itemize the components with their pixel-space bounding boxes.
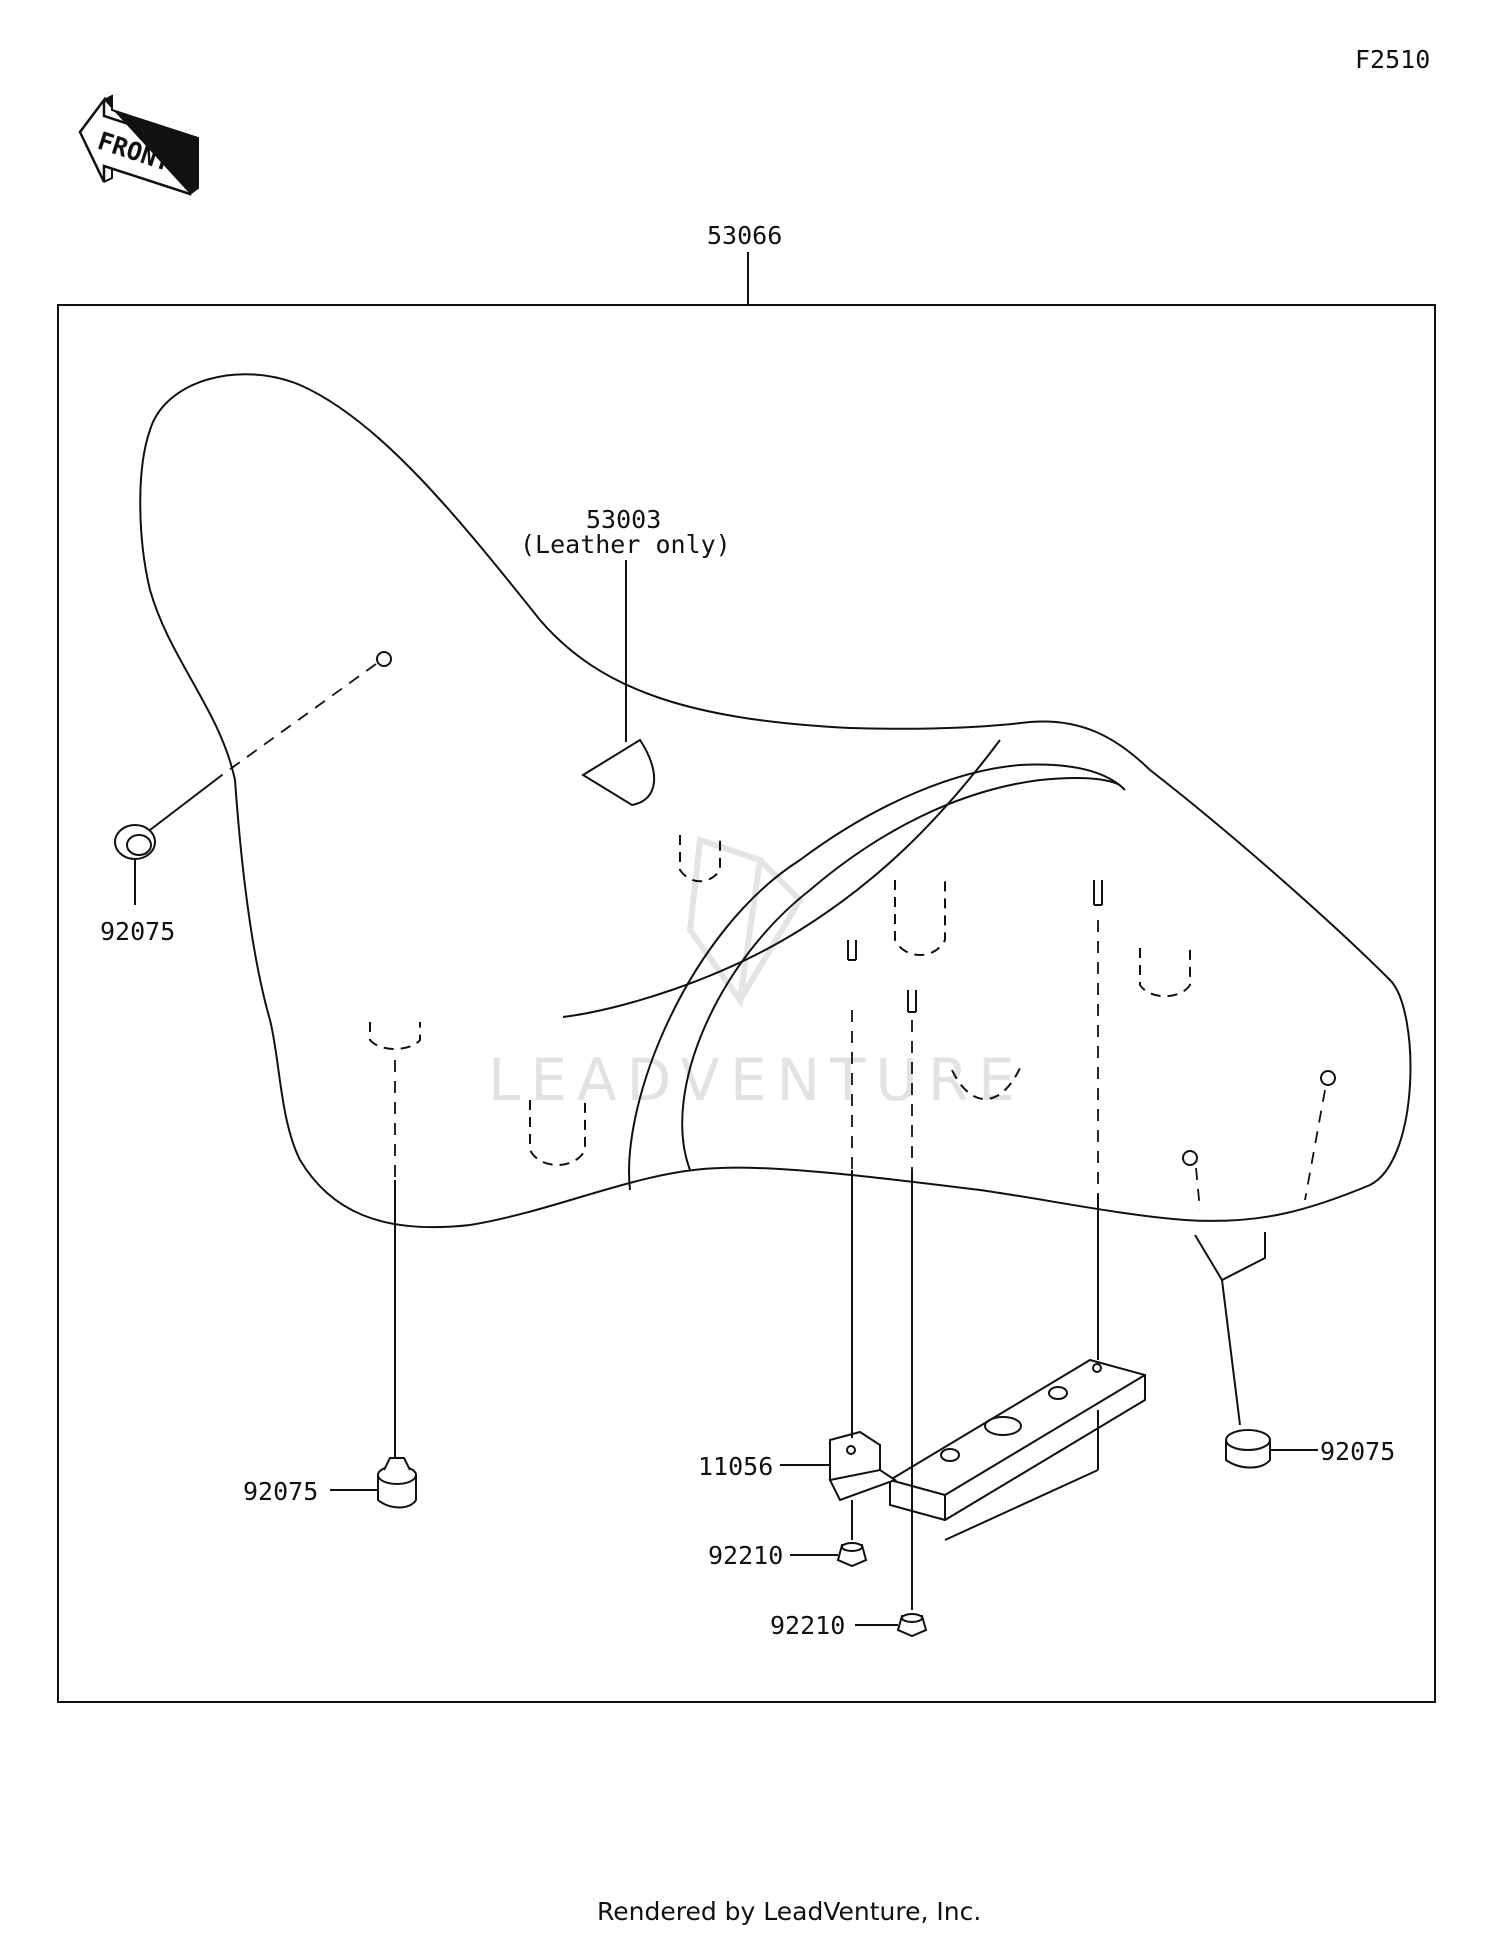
bumper-left-part-number: 92075	[100, 917, 175, 946]
bracket-part	[780, 1170, 1146, 1541]
watermark-logo: LEADVENTURE	[488, 835, 1025, 1114]
nut-lower-part-number: 92210	[770, 1611, 845, 1640]
seat-illustration	[139, 373, 1412, 1282]
assembly-part-number: 53066	[707, 221, 782, 250]
bumper-left-part	[114, 774, 223, 905]
front-direction-arrow-icon: FRONT	[78, 94, 199, 196]
seat-cover-note: (Leather only)	[520, 530, 731, 559]
figure-code: F2510	[1355, 45, 1430, 74]
assembly-frame	[57, 304, 1436, 1703]
seat-cover-part-number: 53003	[586, 505, 661, 534]
bumper-bottom-part-number: 92075	[243, 1477, 318, 1506]
watermark-text: LEADVENTURE	[488, 1046, 1025, 1114]
bumper-right-part	[1221, 1279, 1318, 1469]
nut-upper-part	[790, 1500, 868, 1568]
bumper-bottom-part	[330, 1180, 417, 1509]
bracket-part-number: 11056	[698, 1452, 773, 1481]
nut-upper-part-number: 92210	[708, 1541, 783, 1570]
bumper-right-part-number: 92075	[1320, 1437, 1395, 1466]
footer-credit: Rendered by LeadVenture, Inc.	[597, 1897, 981, 1926]
nut-lower-part	[855, 1440, 928, 1638]
